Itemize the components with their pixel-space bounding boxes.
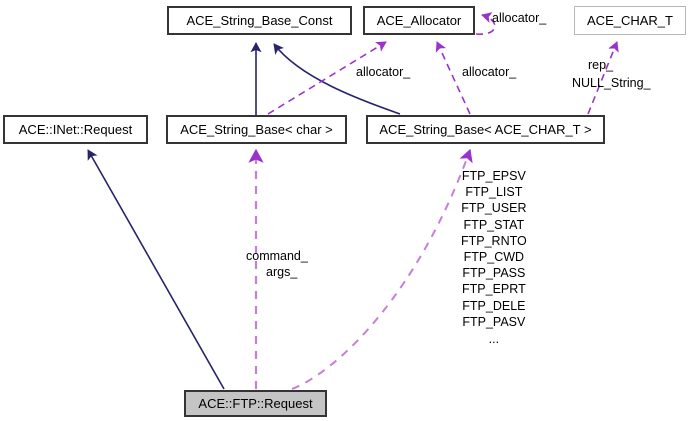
edge-label-null-string: NULL_String_ <box>572 76 651 90</box>
edge-inherit-ftprequest-to-inetrequest <box>87 149 225 390</box>
node-label: ACE_String_Base< ACE_CHAR_T > <box>379 122 592 137</box>
edge-inherit-stringbasechart-to-const <box>273 43 401 115</box>
node-ace-ftp-request[interactable]: ACE::FTP::Request <box>184 390 327 417</box>
node-ace-string-base-const[interactable]: ACE_String_Base_Const <box>167 6 352 35</box>
node-label: ACE::FTP::Request <box>198 396 313 411</box>
node-ace-string-base-char[interactable]: ACE_String_Base< char > <box>166 115 347 144</box>
node-label: ACE_Allocator <box>376 13 462 28</box>
ftp-constant-item: FTP_STAT <box>463 217 525 232</box>
ftp-constant-item: FTP_PASV <box>462 314 526 329</box>
node-ace-char-t[interactable]: ACE_CHAR_T <box>574 6 686 35</box>
ftp-constant-item: FTP_LIST <box>465 185 523 200</box>
node-ace-allocator[interactable]: ACE_Allocator <box>363 6 475 35</box>
node-ace-string-base-ace-char-t[interactable]: ACE_String_Base< ACE_CHAR_T > <box>366 115 605 144</box>
ftp-constant-item: FTP_EPSV <box>461 169 526 183</box>
edge-label-allocator-left: allocator_ <box>356 65 411 79</box>
node-label: ACE::INet::Request <box>18 122 133 137</box>
edge-label-rep: rep_ <box>588 58 614 72</box>
ftp-constant-ellipsis: ... <box>488 332 500 347</box>
edge-label-args: args_ <box>266 265 298 279</box>
node-ace-inet-request[interactable]: ACE::INet::Request <box>3 115 148 144</box>
node-label: ACE_String_Base< char > <box>180 122 333 137</box>
ftp-constant-item: FTP_DELE <box>462 298 526 313</box>
ftp-constant-item: FTP_EPRT <box>462 282 526 297</box>
ftp-constant-item: FTP_RNTO <box>461 233 527 248</box>
node-label: ACE_String_Base_Const <box>186 13 333 28</box>
ftp-constant-item: FTP_PASS <box>462 266 526 281</box>
node-label: ACE_CHAR_T <box>587 13 673 28</box>
edge-label-allocator-right: allocator_ <box>462 65 517 79</box>
ftp-constant-item: FTP_CWD <box>463 250 525 265</box>
edge-usage-ftprequest-to-stringbasechart <box>291 148 473 390</box>
ftp-constant-item: FTP_USER <box>461 201 527 216</box>
edge-label-command: command_ <box>246 249 308 263</box>
edge-label-allocator-self: allocator_ <box>492 11 547 25</box>
